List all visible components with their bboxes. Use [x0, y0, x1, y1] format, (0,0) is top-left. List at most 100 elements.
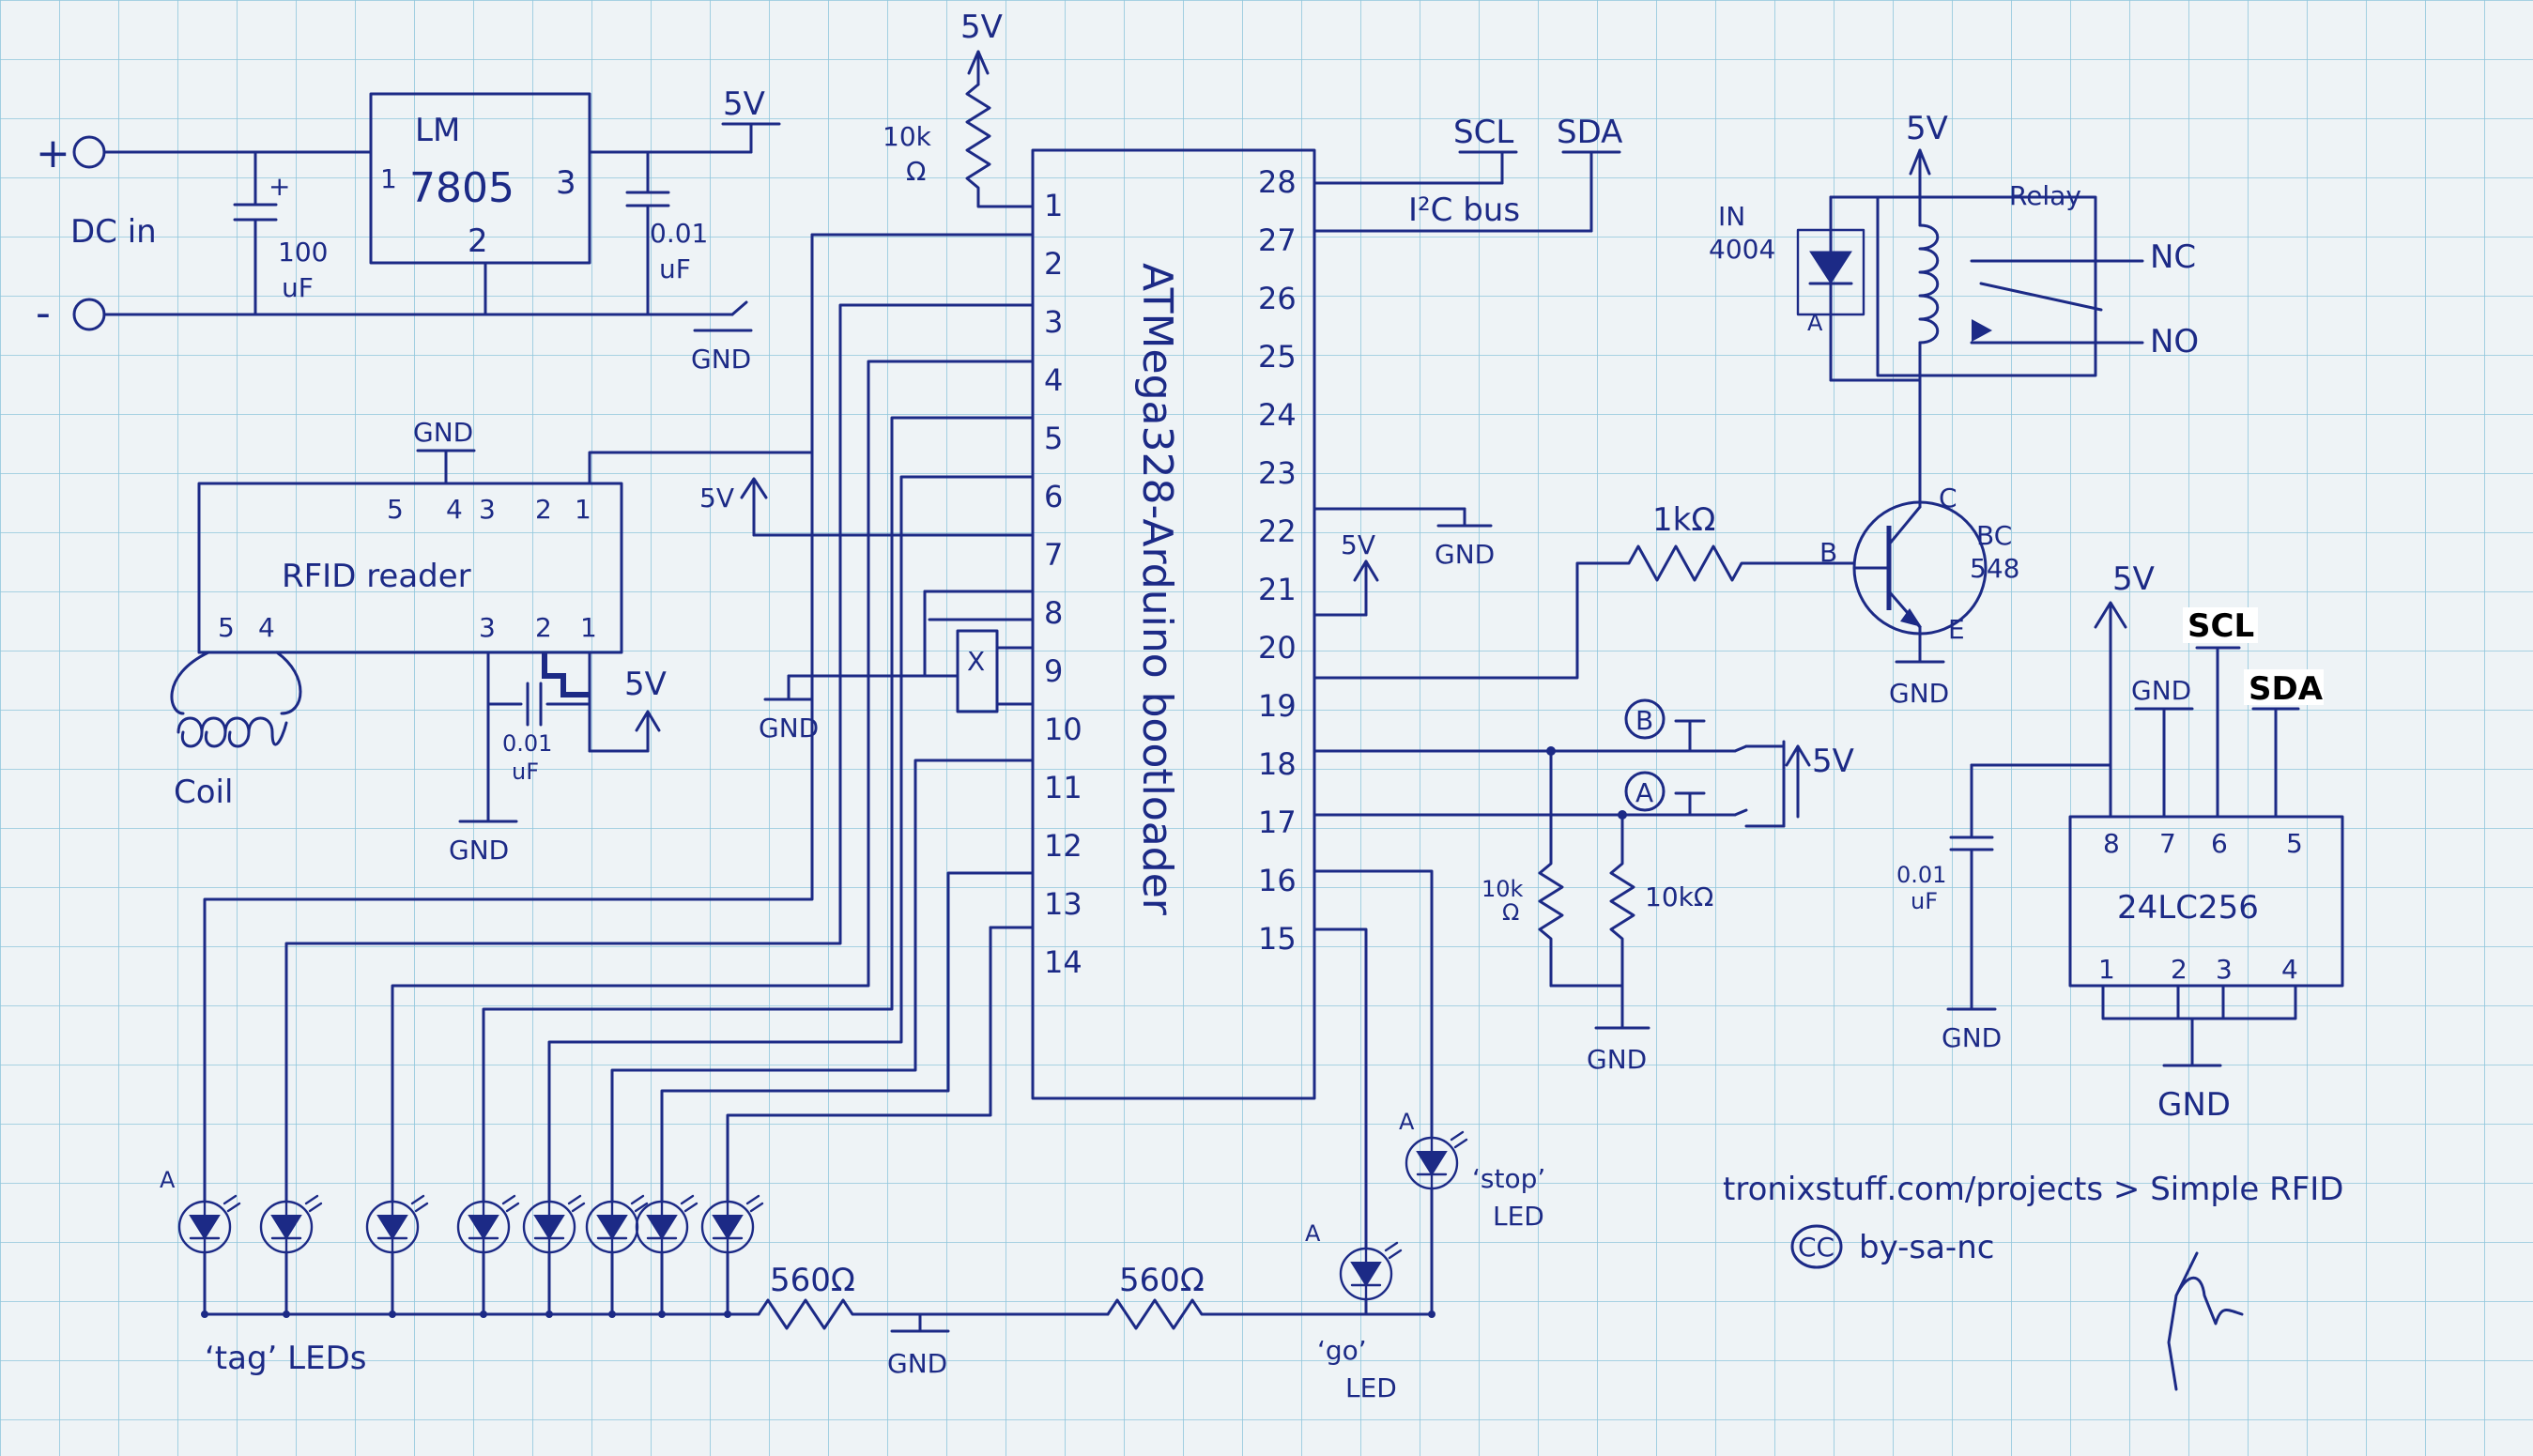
i2c-scl-label: SCL [1453, 114, 1513, 151]
i2c-sda-label: SDA [1557, 114, 1622, 151]
pushbutton-section: B A 5V GND 10k Ω 10kΩ [1313, 698, 1854, 1075]
rfid-top-pin-label: 1 [575, 494, 591, 525]
rfid-5v-label: 5V [624, 666, 667, 703]
eeprom-sda-label: SDA [2249, 670, 2324, 708]
mcu-pin-26-label: 26 [1258, 281, 1297, 316]
rfid-reader-title: RFID reader [282, 558, 471, 595]
button-b-label: B [1635, 705, 1653, 736]
author-signature [2167, 1251, 2244, 1391]
eeprom-bottom-pin-label: 3 [2216, 954, 2233, 985]
mcu-pin-18-label: 18 [1258, 746, 1297, 782]
mcu-pin-21-label: 21 [1258, 572, 1297, 607]
power-gnd-label: GND [691, 344, 751, 375]
eeprom-bottom-pin-label: 1 [2098, 954, 2115, 985]
pin20-5v-label: 5V [1341, 529, 1375, 560]
mcu-pin-23-label: 23 [1258, 455, 1297, 491]
mcu-pin-24-label: 24 [1258, 397, 1297, 433]
tag-led-wire [610, 759, 1035, 1203]
mcu-pin-15-label: 15 [1258, 921, 1297, 957]
rfid-5v-arrow-icon [635, 710, 661, 732]
mcu-pin-27-label: 27 [1258, 222, 1297, 258]
rfid-reader-module [197, 482, 623, 654]
tag-led-wire [203, 233, 1035, 1203]
input-cap-value: 100 [278, 237, 328, 268]
go-stop-resistor-label: 560Ω [1119, 1262, 1205, 1299]
led-section: 560Ω 560Ω GND ‘tag’ LEDs A A ‘go’ LED A … [160, 233, 1545, 1403]
relay-label: Relay [2009, 180, 2081, 211]
tag-led-anode-label: A [160, 1167, 176, 1193]
tag-led-resistor-icon [757, 1298, 1110, 1330]
rfid-cap-unit: uF [512, 759, 539, 785]
rfid-bottom-pin-label: 2 [535, 612, 552, 643]
mcu-pin-25-label: 25 [1258, 339, 1297, 375]
eeprom-cap-value: 0.01 [1896, 862, 1946, 888]
transistor-name-line1: BC [1976, 520, 2012, 551]
output-cap-unit: uF [659, 253, 691, 284]
go-led-anode-label: A [1305, 1220, 1321, 1247]
stop-led-label-line2: LED [1493, 1201, 1544, 1232]
eeprom-cap-gnd-label: GND [1942, 1022, 2002, 1053]
dc-plus-label: + [36, 130, 70, 177]
button-gnd-label: GND [1587, 1044, 1647, 1075]
button-b-pulldown-resistor-icon [1538, 749, 1564, 988]
relay-driver-section: 5V IN 4004 A Relay NC NO GND C [1313, 110, 2199, 709]
base-resistor-label: 1kΩ [1652, 501, 1715, 539]
cc-logo-icon [1790, 1224, 1843, 1269]
rfid-bottom-pin-label: 1 [580, 612, 597, 643]
eeprom-bottom-gnd-label: GND [2157, 1086, 2231, 1124]
eeprom-top-pin-label: 7 [2159, 828, 2176, 859]
tag-led-wire [547, 475, 1035, 1203]
eeprom-top-pin-label: 6 [2211, 828, 2228, 859]
mcu-pin-13-label: 13 [1044, 886, 1082, 922]
rfid-top-pin-label: 2 [535, 494, 552, 525]
button-b-icon [1733, 744, 1748, 753]
credits-url: tronixstuff.com/projects > Simple RFID [1723, 1171, 2344, 1208]
button-a-marker-icon [1624, 771, 1666, 812]
atmega328-section: ATMega328-Arduino bootloader 12345678910… [699, 8, 1495, 1100]
regulator-5v-label: 5V [723, 85, 765, 123]
eeprom-bottom-pin-label: 4 [2281, 954, 2298, 985]
go-stop-resistor-icon [1106, 1298, 1434, 1330]
relay-5v-label: 5V [1906, 110, 1948, 147]
flyback-diode-icon [1809, 251, 1852, 284]
regulator-name-line2: 7805 [409, 164, 514, 212]
tag-leds-label: ‘tag’ LEDs [205, 1340, 367, 1377]
regulator-pin3: 3 [556, 164, 576, 202]
pin20-5v-arrow-icon [1353, 559, 1379, 582]
transistor-collector-label: C [1939, 483, 1957, 513]
button-b-marker-icon [1624, 698, 1666, 740]
input-cap-unit: uF [282, 272, 314, 303]
rfid-bottom-gnd-label: GND [449, 835, 509, 866]
eeprom-name: 24LC256 [2117, 889, 2259, 927]
eeprom-bottom-pin-label: 2 [2171, 954, 2188, 985]
pullup-resistor-icon [965, 83, 1035, 208]
mcu-pin-8-label: 8 [1044, 595, 1063, 631]
mcu-pin-14-label: 14 [1044, 944, 1082, 980]
cc-logo-text: CC [1798, 1232, 1835, 1263]
mcu-pin-16-label: 16 [1258, 863, 1297, 898]
diode-name-line1: IN [1718, 201, 1745, 232]
credits: tronixstuff.com/projects > Simple RFID C… [1723, 1171, 2344, 1391]
button-5v-arrow-icon [1785, 744, 1811, 767]
mcu-pin-12-label: 12 [1044, 828, 1082, 864]
rfid-top-pin-label: 5 [387, 494, 404, 525]
pin7-5v-label: 5V [699, 483, 734, 513]
eeprom-top-pin-label: 8 [2103, 828, 2120, 859]
regulator-pin1: 1 [380, 163, 397, 194]
relay-nc-label: NC [2150, 238, 2196, 276]
relay-no-label: NO [2150, 323, 2199, 360]
rfid-bottom-pin-label: 5 [218, 612, 235, 643]
pullup-resistor-value: 10k [883, 121, 932, 152]
button-a-icon [1733, 808, 1748, 817]
tag-led-wire [660, 871, 1035, 1203]
mcu-pin-4-label: 4 [1044, 362, 1063, 398]
resistor-b-unit: Ω [1502, 899, 1519, 926]
24lc256-eeprom-chip [2068, 815, 2344, 988]
resistor-a-label: 10kΩ [1645, 881, 1713, 912]
atmega328-chip [1031, 148, 1316, 1100]
dc-in-label: DC in [70, 213, 157, 251]
rfid-top-pin-label: 4 [446, 494, 463, 525]
mcu-name: ATMega328-Arduino bootloader [1133, 263, 1181, 916]
